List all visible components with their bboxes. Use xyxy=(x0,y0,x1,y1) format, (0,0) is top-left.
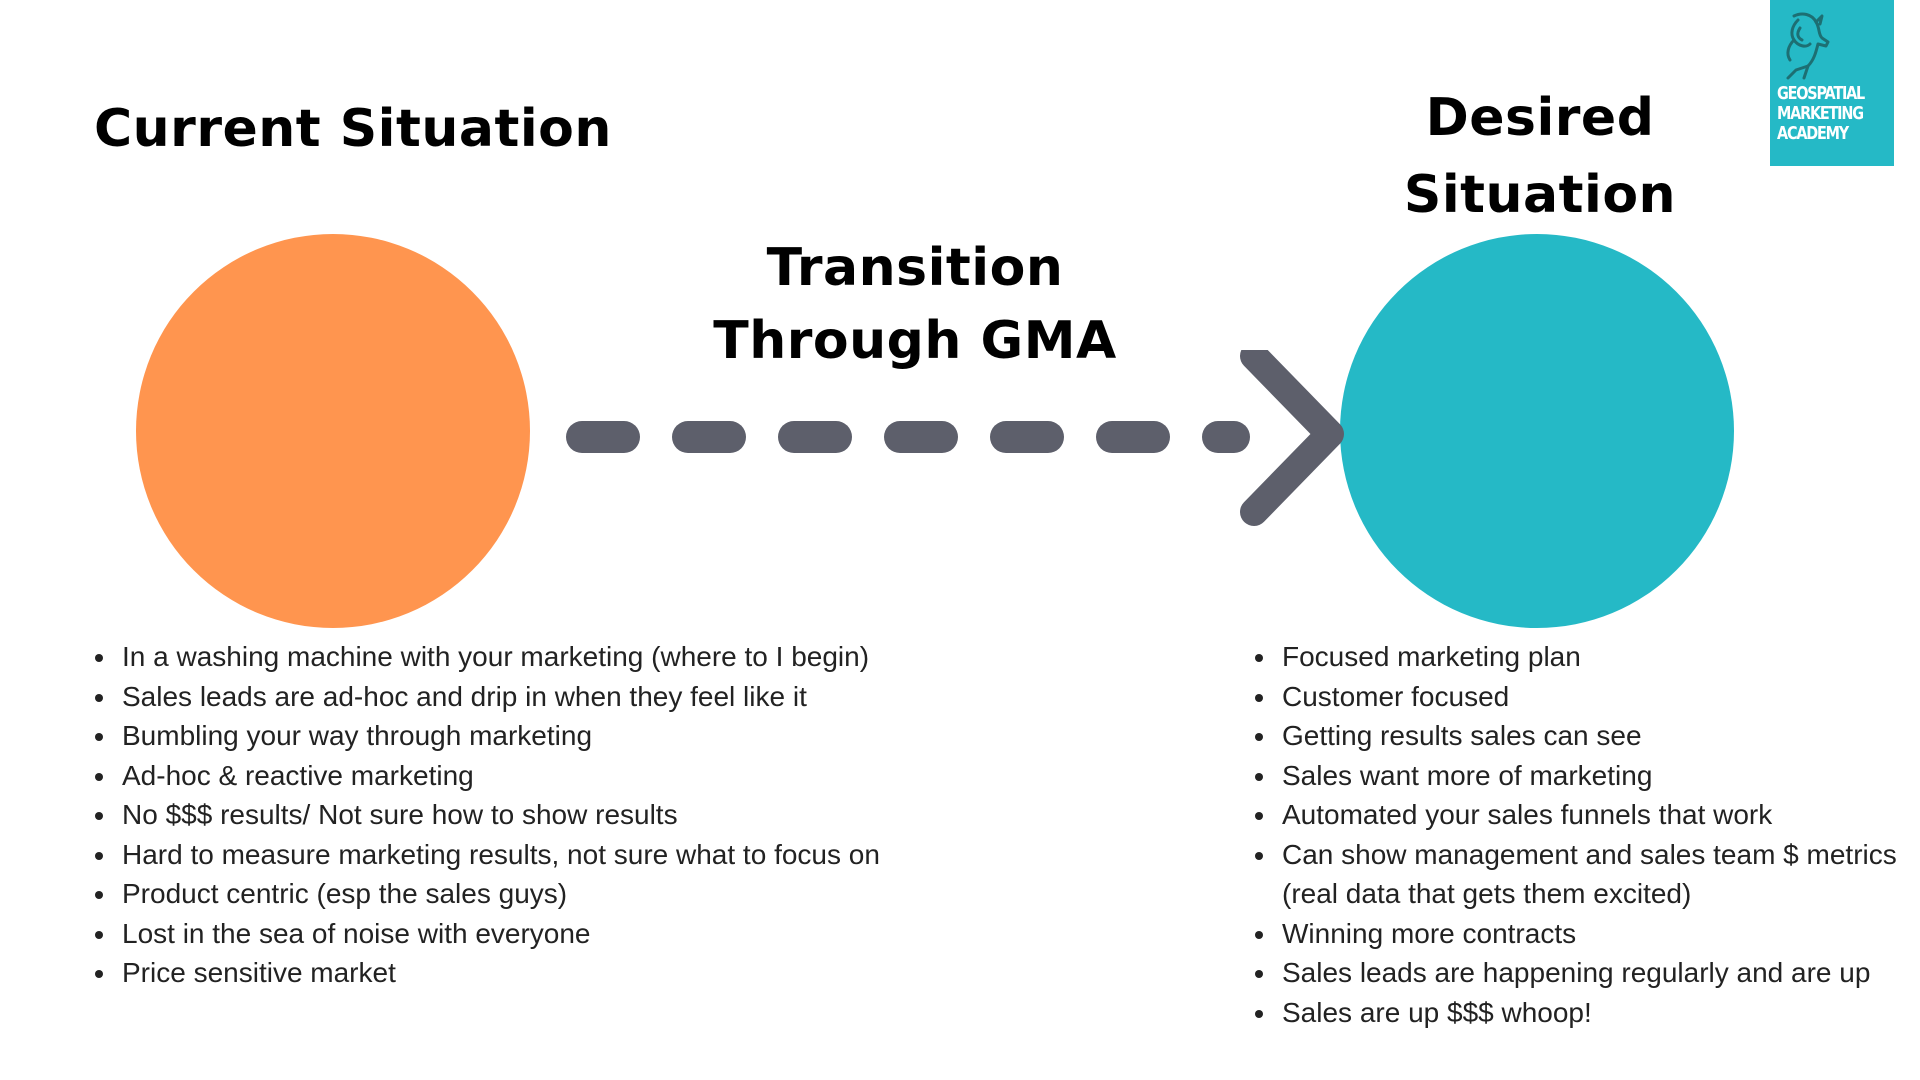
list-item: Price sensitive market xyxy=(118,953,998,993)
list-item: Product centric (esp the sales guys) xyxy=(118,874,998,914)
current-situation-circle xyxy=(136,234,530,628)
desired-situation-title: Desired Situation xyxy=(1355,80,1725,234)
list-item: Customer focused xyxy=(1278,677,1920,717)
transition-title-line-2: Through GMA xyxy=(713,311,1117,371)
desired-title-line-2: Situation xyxy=(1403,165,1677,225)
list-item: Sales are up $$$ whoop! xyxy=(1278,993,1920,1033)
list-item: Sales leads are happening regularly and … xyxy=(1278,953,1920,993)
transition-title-line-1: Transition xyxy=(766,238,1064,298)
list-item: Winning more contracts xyxy=(1278,914,1920,954)
logo-text-line-3: ACADEMY xyxy=(1777,123,1849,144)
geospatial-marketing-academy-logo: GEOSPATIAL MARKETING ACADEMY xyxy=(1770,0,1894,166)
horse-icon xyxy=(1786,12,1830,80)
desired-title-line-1: Desired xyxy=(1425,88,1655,148)
list-item: Getting results sales can see xyxy=(1278,716,1920,756)
desired-situation-list: Focused marketing plan Customer focused … xyxy=(1248,637,1920,1032)
list-item: Can show management and sales team $ met… xyxy=(1278,835,1920,914)
list-item: No $$$ results/ Not sure how to show res… xyxy=(118,795,998,835)
list-item: In a washing machine with your marketing… xyxy=(118,637,998,677)
list-item: Ad-hoc & reactive marketing xyxy=(118,756,998,796)
list-item: Focused marketing plan xyxy=(1278,637,1920,677)
list-item: Lost in the sea of noise with everyone xyxy=(118,914,998,954)
current-situation-list: In a washing machine with your marketing… xyxy=(88,637,998,993)
list-item: Sales leads are ad-hoc and drip in when … xyxy=(118,677,998,717)
arrow-head xyxy=(1240,350,1344,526)
logo-text: GEOSPATIAL MARKETING ACADEMY xyxy=(1777,83,1865,144)
transition-arrow xyxy=(566,350,1344,526)
logo-text-line-2: MARKETING xyxy=(1777,103,1864,124)
list-item: Hard to measure marketing results, not s… xyxy=(118,835,998,875)
transition-title: Transition Through GMA xyxy=(700,232,1130,378)
list-item: Bumbling your way through marketing xyxy=(118,716,998,756)
desired-situation-circle xyxy=(1340,234,1734,628)
list-item: Sales want more of marketing xyxy=(1278,756,1920,796)
logo-text-line-1: GEOSPATIAL xyxy=(1777,83,1865,104)
list-item: Automated your sales funnels that work xyxy=(1278,795,1920,835)
current-situation-title: Current Situation xyxy=(94,99,612,159)
